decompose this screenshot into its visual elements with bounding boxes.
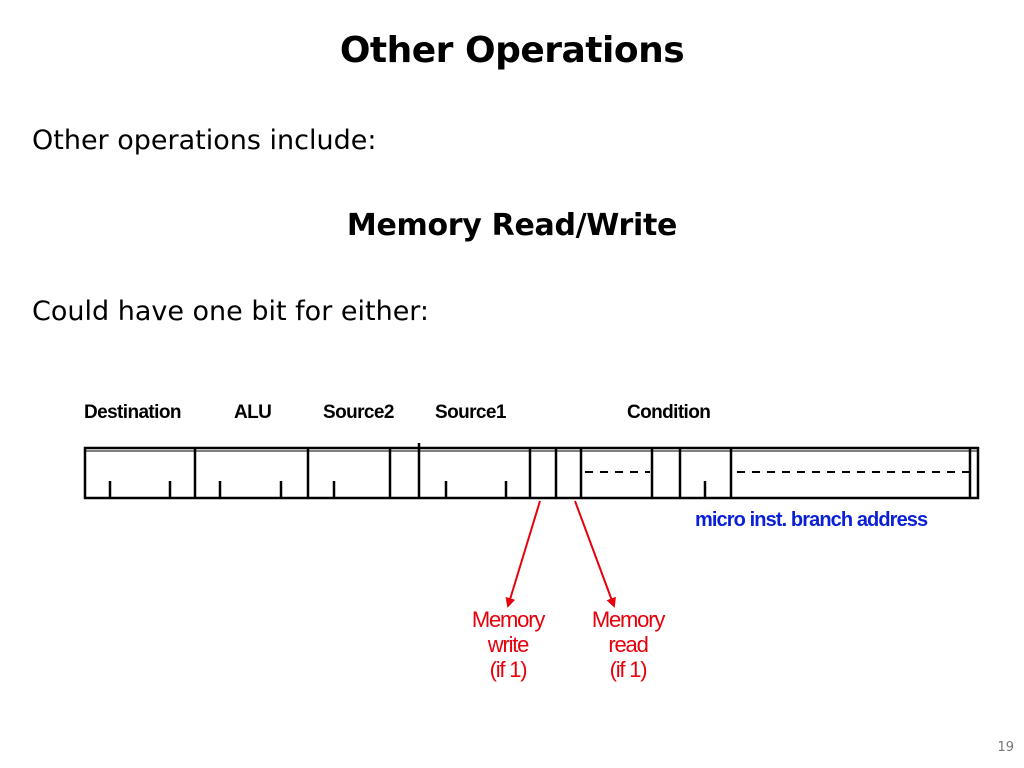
memory-read-line1: Memory bbox=[591, 607, 665, 632]
slide-subtitle: Memory Read/Write bbox=[346, 208, 678, 243]
memory-read-label: Memory read (if 1) bbox=[573, 607, 683, 682]
field-label-alu: ALU bbox=[234, 402, 272, 423]
slide-title: Other Operations bbox=[339, 30, 685, 71]
field-label-destination: Destination bbox=[84, 402, 181, 423]
field-label-source2: Source2 bbox=[323, 402, 394, 423]
memory-write-line2: write bbox=[487, 632, 530, 657]
memory-write-label: Memory write (if 1) bbox=[453, 607, 563, 682]
memory-write-line1: Memory bbox=[471, 607, 545, 632]
page-number: 19 bbox=[997, 740, 1014, 755]
intro-text: Other operations include: bbox=[32, 125, 377, 156]
branch-address-label: micro inst. branch address bbox=[695, 509, 928, 531]
format-register bbox=[83, 443, 980, 500]
memory-read-line3: (if 1) bbox=[609, 657, 648, 682]
memory-write-arrow bbox=[505, 500, 541, 608]
field-label-condition: Condition bbox=[627, 402, 711, 423]
field-label-source1: Source1 bbox=[435, 402, 506, 423]
memory-read-line2: read bbox=[608, 632, 648, 657]
memory-read-arrow bbox=[574, 500, 616, 608]
memory-write-line3: (if 1) bbox=[489, 657, 528, 682]
body-text: Could have one bit for either: bbox=[32, 296, 430, 327]
